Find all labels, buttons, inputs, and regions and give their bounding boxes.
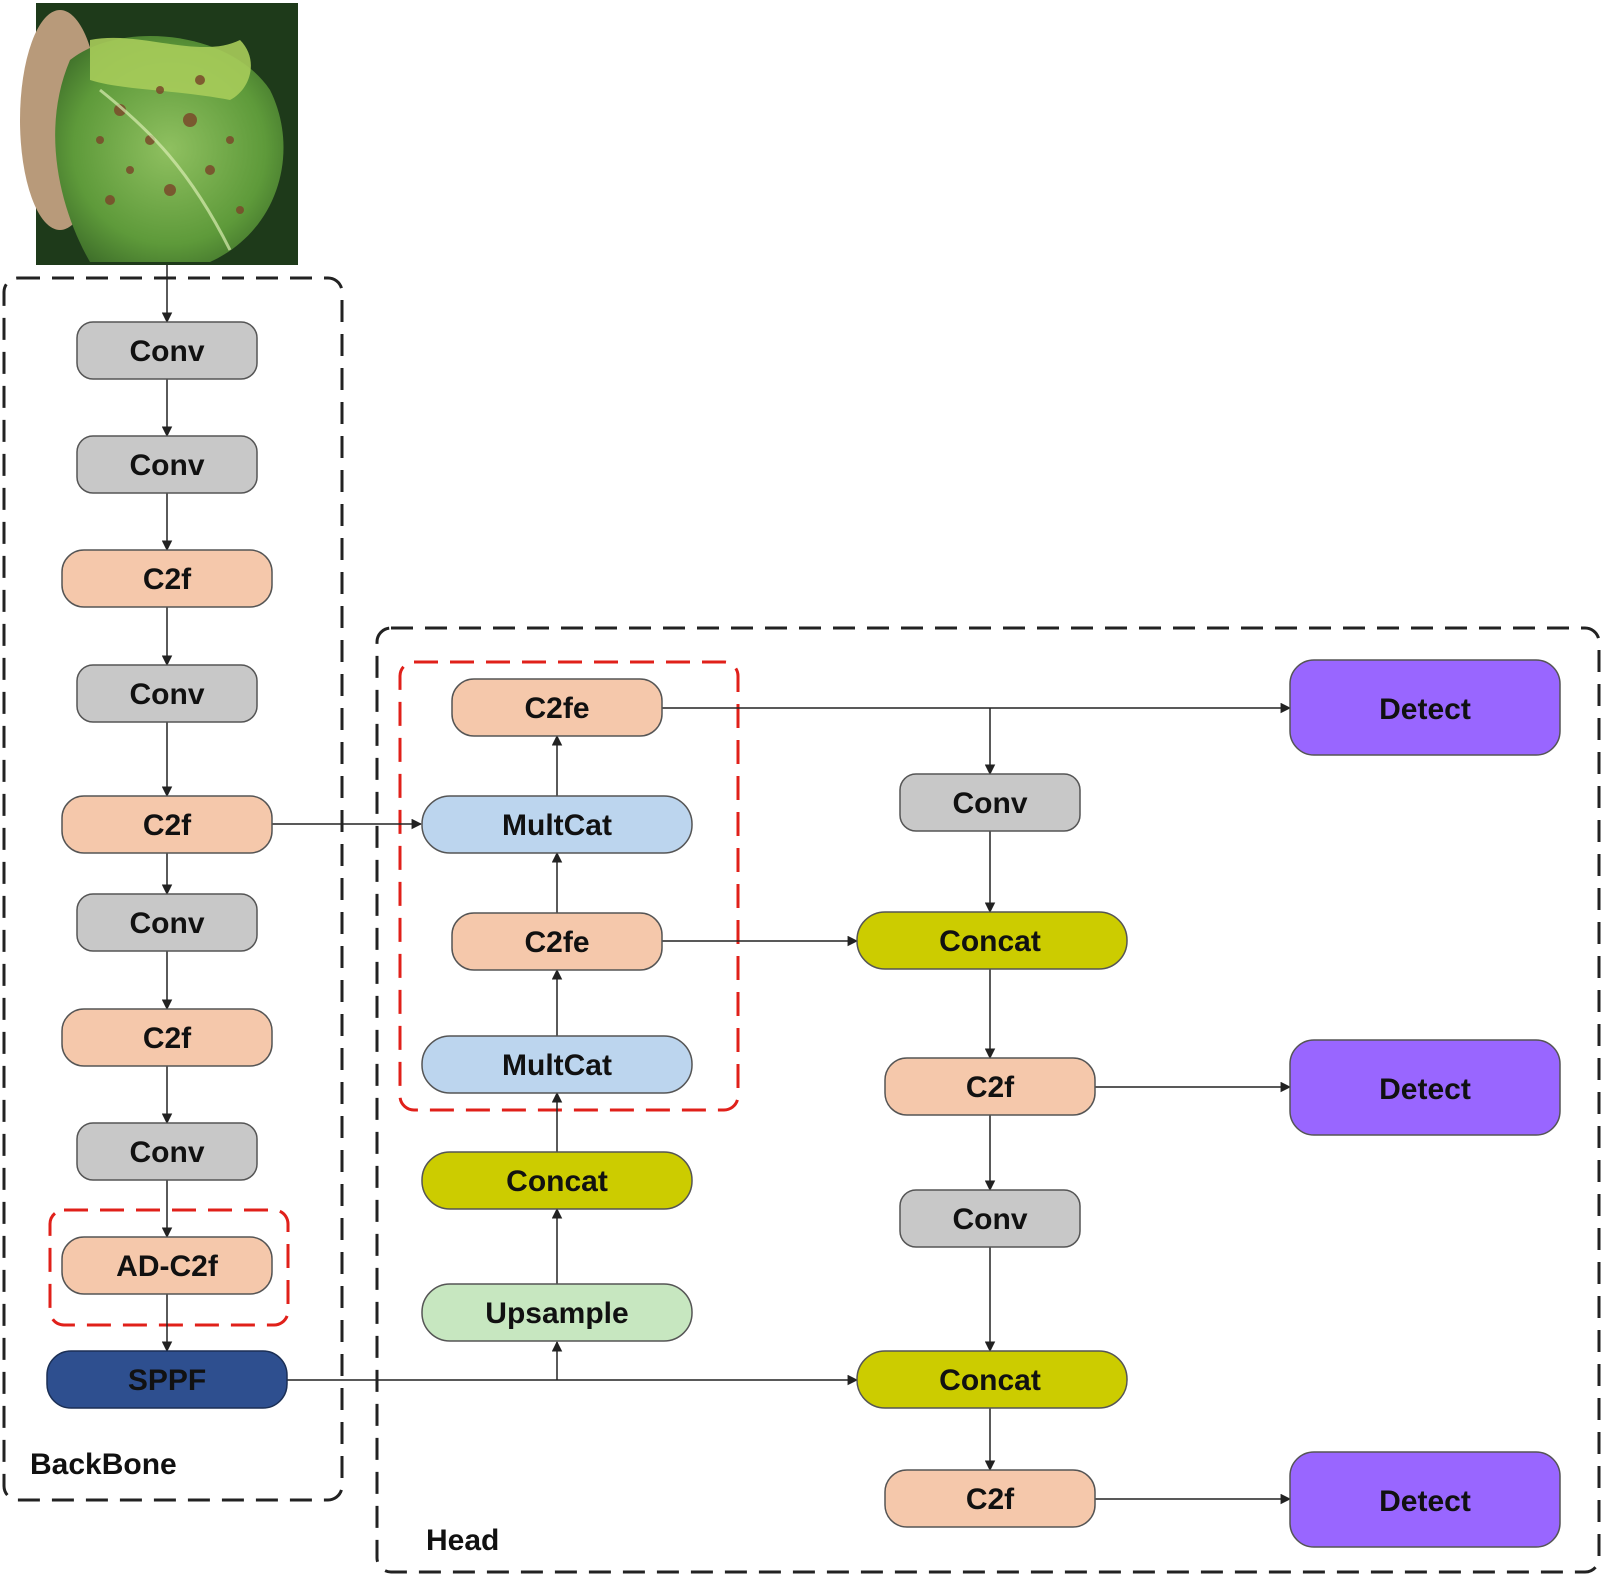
backbone-ad-c2f-label: AD-C2f [116, 1250, 219, 1283]
head-c2fe-top: C2fe [451, 678, 663, 737]
head-c2f-r2-label: C2f [966, 1483, 1015, 1516]
highlight-box-backbone [48, 1208, 290, 1327]
head-c2fe-mid: C2fe [451, 912, 663, 971]
head-c2fe-top-label: C2fe [524, 692, 589, 725]
head-detect-3: Detect [1289, 1451, 1561, 1548]
head-multcat-top: MultCat [421, 795, 693, 854]
backbone-sppf: SPPF [46, 1350, 288, 1409]
head-multcat-low-label: MultCat [502, 1049, 612, 1082]
head-detect-3-label: Detect [1379, 1485, 1471, 1518]
backbone-sppf-label: SPPF [128, 1364, 206, 1397]
backbone-conv-3-label: Conv [130, 678, 205, 711]
head-region [375, 626, 1601, 1574]
backbone-region [2, 276, 344, 1502]
head-concat-r2: Concat [856, 1350, 1128, 1409]
head-conv-r1-label: Conv [953, 787, 1028, 820]
backbone-conv-5: Conv [76, 1122, 258, 1181]
head-upsample-label: Upsample [485, 1297, 628, 1330]
head-concat-r1: Concat [856, 911, 1128, 970]
backbone-conv-2-label: Conv [130, 449, 205, 482]
backbone-conv-3: Conv [76, 664, 258, 723]
edges [161, 265, 1292, 1505]
backbone-c2f-1: C2f [61, 549, 273, 608]
backbone-conv-4: Conv [76, 893, 258, 952]
head-conv-r2-label: Conv [953, 1203, 1028, 1236]
head-detect-1: Detect [1289, 659, 1561, 756]
backbone-conv-2: Conv [76, 435, 258, 494]
backbone-c2f-2-label: C2f [143, 809, 192, 842]
head-c2f-r2: C2f [884, 1469, 1096, 1528]
head-concat-left: Concat [421, 1151, 693, 1210]
head-conv-r1: Conv [899, 773, 1081, 832]
head-detect-2: Detect [1289, 1039, 1561, 1136]
backbone-c2f-3-label: C2f [143, 1022, 192, 1055]
backbone-ad-c2f: AD-C2f [61, 1236, 273, 1295]
head-concat-r1-label: Concat [939, 925, 1041, 958]
backbone-conv-4-label: Conv [130, 907, 205, 940]
head-c2fe-mid-label: C2fe [524, 926, 589, 959]
head-detect-2-label: Detect [1379, 1073, 1471, 1106]
head-multcat-top-label: MultCat [502, 809, 612, 842]
head-upsample: Upsample [421, 1283, 693, 1342]
input-leaf-image [20, 3, 298, 265]
head-conv-r2: Conv [899, 1189, 1081, 1248]
head-c2f-r1-label: C2f [966, 1071, 1015, 1104]
head-detect-1-label: Detect [1379, 693, 1471, 726]
backbone-conv-5-label: Conv [130, 1136, 205, 1169]
highlight-box-head [398, 660, 740, 1112]
head-multcat-low: MultCat [421, 1035, 693, 1094]
backbone-c2f-2: C2f [61, 795, 273, 854]
backbone-c2f-3: C2f [61, 1008, 273, 1067]
backbone-conv-1: Conv [76, 321, 258, 380]
head-concat-left-label: Concat [506, 1165, 608, 1198]
head-label: Head [426, 1524, 499, 1557]
head-c2f-r1: C2f [884, 1057, 1096, 1116]
backbone-c2f-1-label: C2f [143, 563, 192, 596]
head-concat-r2-label: Concat [939, 1364, 1041, 1397]
backbone-conv-1-label: Conv [130, 335, 205, 368]
backbone-label: BackBone [30, 1448, 177, 1481]
